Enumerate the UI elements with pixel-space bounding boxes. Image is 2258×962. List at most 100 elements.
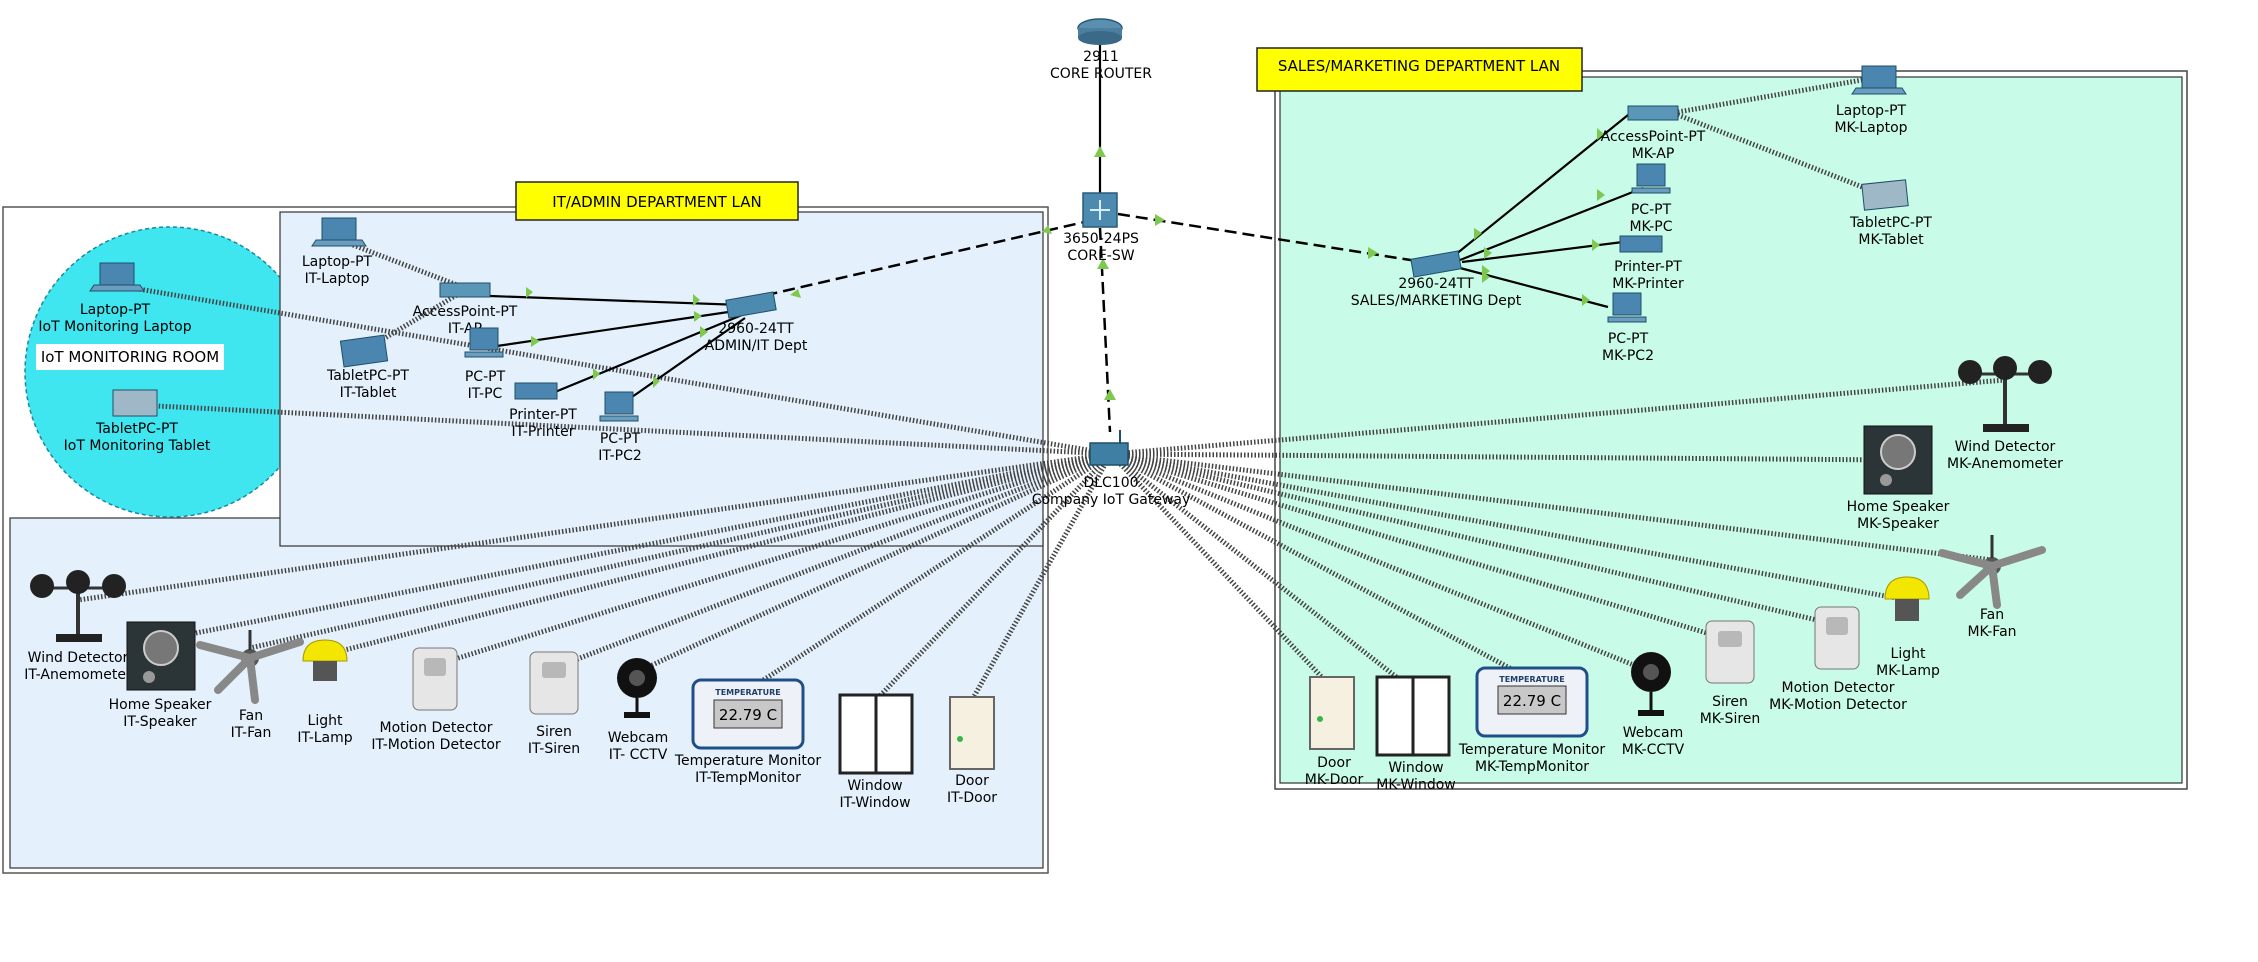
mk-temp-label2: MK-TempMonitor (1475, 759, 1589, 775)
it-wind-detector[interactable]: Wind Detector IT-Anemometer (24, 570, 132, 683)
it-temperature-monitor[interactable]: TEMPERATURE 22.79 C Temperature Monitor … (674, 678, 822, 786)
tablet-icon (1861, 179, 1909, 211)
mk-laptop-label1: Laptop-PT (1836, 103, 1907, 119)
wireless-links (77, 77, 2006, 702)
iot-laptop-label1: Laptop-PT (80, 302, 151, 318)
it-printer-label2: IT-Printer (511, 424, 574, 440)
pc-base (464, 351, 504, 358)
it-home-speaker[interactable]: Home Speaker IT-Speaker (109, 621, 212, 730)
door-icon (949, 696, 995, 770)
iot-tablet[interactable]: TabletPC-PT IoT Monitoring Tablet (64, 389, 211, 454)
it-lamp-label2: IT-Lamp (297, 730, 352, 746)
siren-icon (1705, 620, 1755, 684)
router-model-label: 2911 (1083, 49, 1119, 65)
mk-pc2[interactable]: PC-PT MK-PC2 (1602, 292, 1654, 364)
core-switch[interactable]: 3650-24PS CORE-SW (1063, 192, 1139, 264)
it-webcam[interactable]: Webcam IT- CCTV (608, 658, 668, 763)
it-switch-label2: ADMIN/IT Dept (705, 338, 808, 354)
it-fan[interactable]: Fan IT-Fan (196, 630, 304, 741)
mk-siren-label1: Siren (1712, 694, 1748, 710)
it-lan-title: IT/ADMIN DEPARTMENT LAN (552, 193, 761, 211)
it-siren-label2: IT-Siren (528, 741, 580, 757)
it-temp-reading: 22.79 C (719, 706, 777, 724)
it-pc-label2: IT-PC (468, 386, 503, 402)
it-fan-label1: Fan (239, 708, 263, 724)
iot-room-area[interactable] (24, 226, 316, 518)
mk-fan[interactable]: Fan MK-Fan (1938, 535, 2046, 640)
mk-window[interactable]: Window MK-Window (1375, 675, 1456, 793)
mk-door-label2: MK-Door (1305, 772, 1364, 788)
gateway-model-label: DLC100 (1083, 475, 1138, 491)
mk-switch[interactable]: 2960-24TT SALES/MARKETING Dept (1351, 250, 1522, 309)
mk-printer-label1: Printer-PT (1614, 259, 1682, 275)
switch-arrows-glyph (1090, 200, 1110, 220)
link-arrow (1097, 258, 1109, 269)
it-siren[interactable]: Siren IT-Siren (528, 651, 580, 757)
it-tablet-label1: TabletPC-PT (326, 368, 409, 384)
link-arrow (694, 311, 702, 322)
mk-temp-header: TEMPERATURE (1499, 675, 1565, 684)
mk-lamp-label2: MK-Lamp (1876, 663, 1940, 679)
mk-motion-label1: Motion Detector (1782, 680, 1895, 696)
mk-wind-detector[interactable]: Wind Detector MK-Anemometer (1947, 356, 2063, 472)
sales-lan-title: SALES/MARKETING DEPARTMENT LAN (1278, 57, 1560, 75)
it-printer[interactable]: Printer-PT IT-Printer (509, 382, 577, 440)
it-tablet[interactable]: TabletPC-PT IT-Tablet (326, 334, 409, 401)
mk-tablet[interactable]: TabletPC-PT MK-Tablet (1849, 179, 1932, 248)
link-itprinter-itswitch (554, 313, 743, 394)
anemometer-base (56, 634, 102, 642)
wireless-link (1110, 451, 1652, 675)
pc-base (1631, 187, 1671, 194)
speaker-tweeter (143, 671, 155, 683)
iot-laptop[interactable]: Laptop-PT IoT Monitoring Laptop (38, 262, 192, 335)
mk-switch-label1: 2960-24TT (1398, 276, 1474, 292)
it-fan-label2: IT-Fan (231, 725, 272, 741)
motion-lens (1826, 617, 1848, 635)
wireless-link (1110, 377, 2006, 457)
it-laptop-label2: IT-Laptop (305, 271, 370, 287)
it-window[interactable]: Window IT-Window (838, 693, 914, 811)
link-arrow (700, 326, 708, 338)
laptop-icon (1861, 65, 1897, 89)
it-motion-detector[interactable]: Motion Detector IT-Motion Detector (371, 647, 501, 753)
it-pc2[interactable]: PC-PT IT-PC2 (598, 391, 642, 464)
mk-webcam[interactable]: Webcam MK-CCTV (1622, 652, 1685, 758)
mk-wind-label1: Wind Detector (1955, 439, 2056, 455)
it-pc[interactable]: PC-PT IT-PC (464, 327, 506, 402)
pc-icon (1612, 292, 1642, 316)
laptop-icon (321, 217, 357, 241)
mk-printer[interactable]: Printer-PT MK-Printer (1612, 235, 1684, 292)
anemometer-cup (2028, 360, 2052, 384)
link-arrow (790, 289, 801, 298)
wireless-link (249, 451, 1112, 651)
mk-access-point[interactable]: AccessPoint-PT MK-AP (1601, 105, 1706, 162)
mk-temperature-monitor[interactable]: TEMPERATURE 22.79 C Temperature Monitor … (1458, 666, 1606, 775)
access-point-icon (1627, 105, 1679, 121)
mk-laptop[interactable]: Laptop-PT MK-Laptop (1834, 65, 1908, 136)
coresw-model-label: 3650-24PS (1063, 231, 1139, 247)
mk-tablet-label1: TabletPC-PT (1849, 215, 1932, 231)
mk-laptop-label2: MK-Laptop (1834, 120, 1907, 136)
mk-siren[interactable]: Siren MK-Siren (1700, 620, 1761, 727)
mk-pc[interactable]: PC-PT MK-PC (1629, 163, 1673, 235)
mk-light[interactable]: Light MK-Lamp (1876, 576, 1940, 679)
link-arrow (1155, 214, 1165, 226)
it-switch[interactable]: 2960-24TT ADMIN/IT Dept (705, 291, 808, 354)
wireless-link (1109, 452, 1415, 692)
link-arrow (531, 336, 540, 347)
wireless-link (1110, 451, 1731, 643)
it-iot-area[interactable] (9, 517, 1044, 869)
mk-home-speaker[interactable]: Home Speaker MK-Speaker (1847, 425, 1950, 532)
mk-motion-detector[interactable]: Motion Detector MK-Motion Detector (1769, 606, 1907, 713)
gateway-icon (1089, 442, 1129, 466)
it-motion-label2: IT-Motion Detector (371, 737, 501, 753)
it-lan-title-box (515, 181, 799, 221)
it-light[interactable]: Light IT-Lamp (297, 639, 353, 746)
iot-gateway[interactable]: DLC100 Company IoT Gateway (1032, 430, 1191, 508)
wireless-link (874, 452, 1113, 702)
it-laptop[interactable]: Laptop-PT IT-Laptop (302, 217, 373, 287)
core-router[interactable]: 2911 CORE ROUTER (1050, 18, 1152, 82)
mk-printer-label2: MK-Printer (1612, 276, 1684, 292)
mk-door[interactable]: Door MK-Door (1305, 676, 1364, 788)
it-door[interactable]: Door IT-Door (947, 696, 997, 806)
